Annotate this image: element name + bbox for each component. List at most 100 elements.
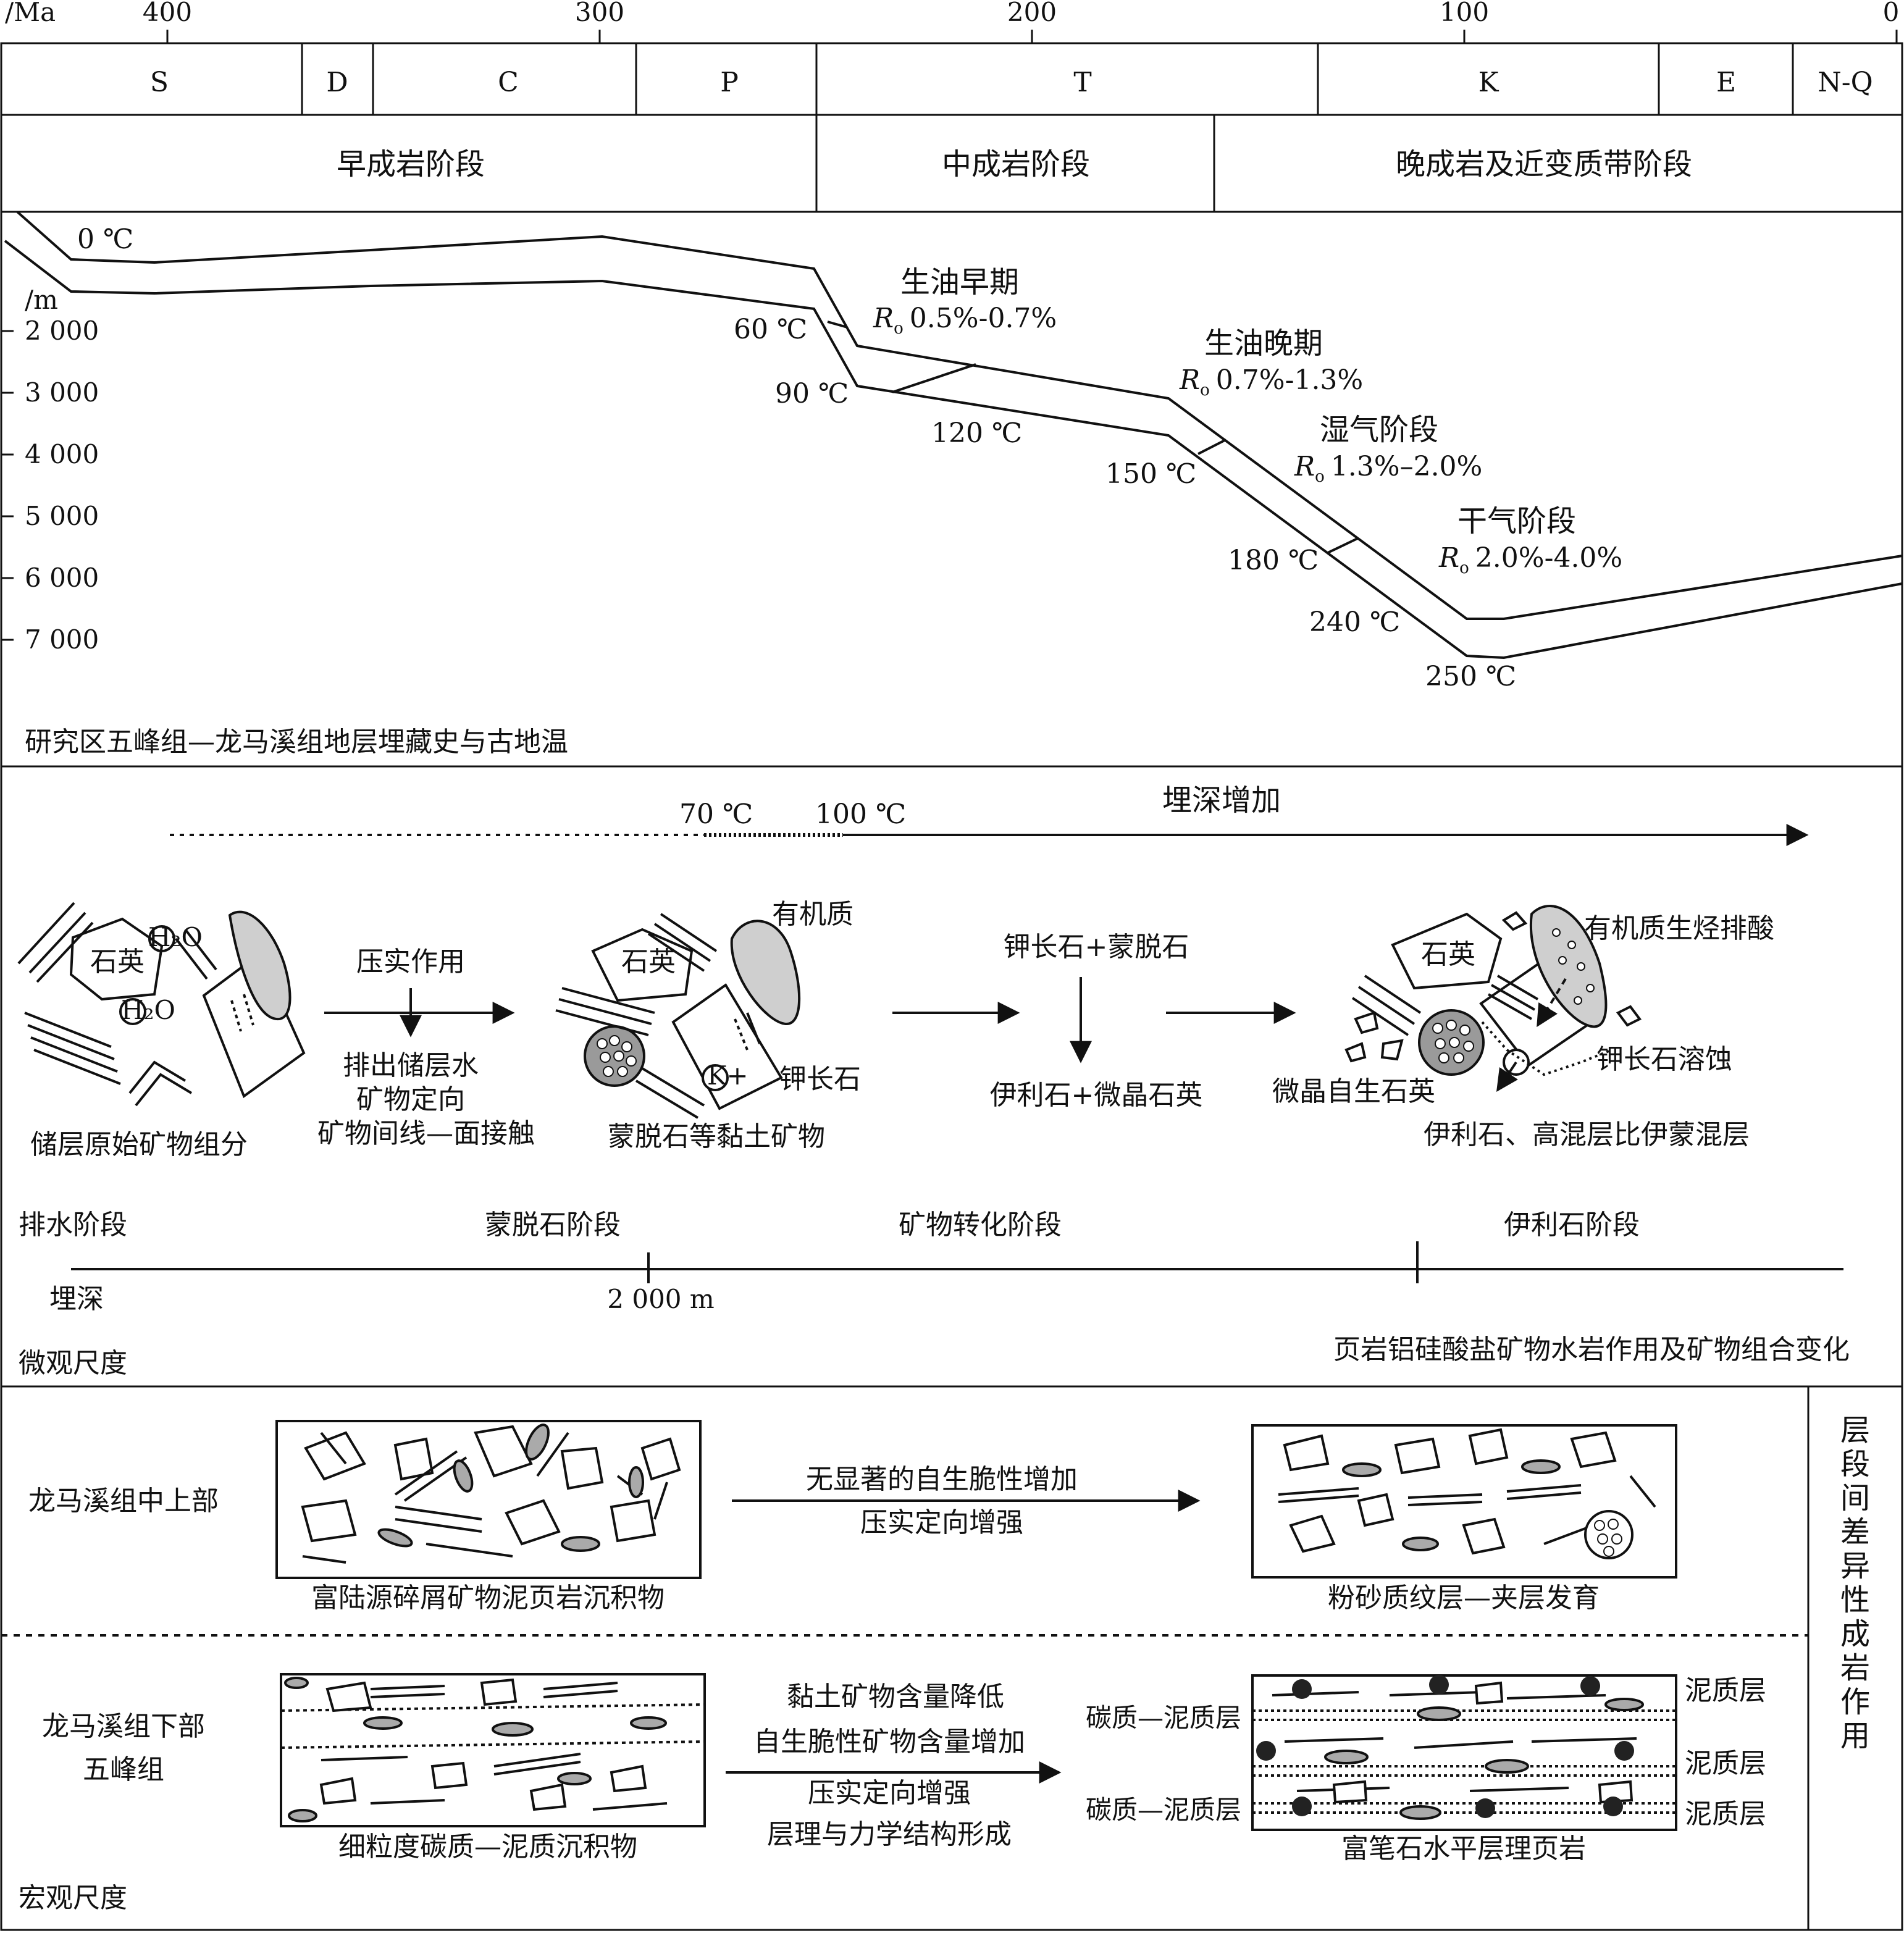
- water-label: H₂O: [121, 995, 175, 1025]
- temp-mark-70: 70 ℃: [679, 799, 753, 830]
- lower-right-caption: 富笔石水平层理页岩: [1341, 1833, 1586, 1864]
- temp-label: 180 ℃: [1228, 545, 1319, 576]
- stage-late: 晚成岩及近变质带阶段: [1396, 147, 1692, 182]
- reaction-products: 伊利石+微晶石英: [990, 1080, 1203, 1111]
- phase-smectite: 蒙脱石阶段: [485, 1209, 621, 1241]
- kfeldspar-label: 钾长石: [779, 1063, 861, 1095]
- temp-label: 0 ℃: [77, 224, 133, 255]
- drain-water-label: 排出储层水: [343, 1050, 479, 1081]
- period-k: K: [1478, 67, 1499, 98]
- phase-name: 湿气阶段: [1320, 413, 1438, 447]
- quartz-label: 石英: [1421, 939, 1475, 970]
- phase-name: 生油早期: [900, 265, 1019, 300]
- carbon-layer-label: 碳质—泥质层: [1086, 1703, 1241, 1733]
- lower-arrow-line: 黏土矿物含量降低: [787, 1681, 1004, 1713]
- illite-label: 伊利石、高混层比伊蒙混层: [1424, 1119, 1750, 1151]
- dissolution-label: 钾长石溶蚀: [1596, 1044, 1732, 1075]
- depth-2000-label: 2 000 m: [607, 1284, 714, 1314]
- phase-name: 生油晚期: [1204, 326, 1323, 361]
- depth-tick: 3 000: [25, 377, 99, 408]
- upper-right-caption: 粉砂质纹层—夹层发育: [1328, 1582, 1600, 1614]
- micro-caption: 页岩铝硅酸盐矿物水岩作用及矿物组合变化: [1333, 1334, 1850, 1365]
- quartz-label: 石英: [621, 946, 676, 978]
- stage-row: 早成岩阶段 中成岩阶段 晚成岩及近变质带阶段: [337, 115, 1692, 212]
- organic-label: 有机质: [772, 899, 853, 930]
- burial-curve-upper: [16, 211, 1903, 620]
- period-c: C: [498, 67, 519, 98]
- temp-label: 90 ℃: [775, 378, 849, 409]
- quartz-label: 石英: [90, 946, 145, 978]
- time-tick: 400: [143, 0, 192, 27]
- compaction-label: 压实作用: [356, 946, 465, 978]
- lower-left-box: [280, 1673, 706, 1827]
- grain-pattern: [1594, 1519, 1622, 1557]
- period-d: D: [326, 67, 348, 98]
- micro-panel: 70 ℃ 100 ℃ 埋深增加 石英 H₂O H₂O 储层原始矿物组: [17, 783, 1850, 1379]
- depth-tick: 7 000: [25, 624, 99, 655]
- temp-label: 250 ℃: [1425, 661, 1516, 692]
- grain-pattern: [597, 1035, 637, 1077]
- mud-layer-label: 泥质层: [1685, 1675, 1766, 1706]
- grain-pattern: [1432, 928, 1595, 1063]
- lower-section-label: 龙马溪组下部: [42, 1711, 205, 1742]
- temp-mark-100: 100 ℃: [815, 799, 906, 830]
- orientation-label: 矿物定向: [356, 1084, 465, 1115]
- side-label: 层段间差异性成岩作用: [1840, 1413, 1870, 1753]
- lower-arrow-line: 压实定向增强: [808, 1777, 971, 1809]
- time-tick: 100: [1440, 0, 1489, 27]
- temp-label: 60 ℃: [734, 314, 807, 345]
- micro-scale-label: 微观尺度: [19, 1348, 127, 1379]
- stage-middle: 中成岩阶段: [942, 147, 1090, 182]
- lower-section-label: 五峰组: [83, 1754, 164, 1785]
- carbon-layer-label: 碳质—泥质层: [1086, 1795, 1241, 1825]
- period-nq: N-Q: [1818, 67, 1873, 98]
- burial-increase-label: 埋深增加: [1162, 783, 1281, 818]
- mud-layer-label: 泥质层: [1685, 1748, 1766, 1779]
- depth-tick: 2 000: [25, 316, 99, 346]
- upper-section-label: 龙马溪组中上部: [28, 1485, 219, 1517]
- upper-arrow-bottom: 压实定向增强: [860, 1507, 1023, 1538]
- mud-layer-label: 泥质层: [1685, 1798, 1766, 1830]
- hydrocarbon-label: 有机质生烃排酸: [1584, 913, 1774, 944]
- phase-drainage: 排水阶段: [19, 1209, 127, 1241]
- scene-illite: [1344, 905, 1642, 1092]
- frame: [0, 42, 1903, 1931]
- upper-left-caption: 富陆源碎屑矿物泥页岩沉积物: [311, 1582, 665, 1614]
- upper-left-box: [275, 1420, 702, 1579]
- period-p: P: [720, 67, 739, 98]
- contact-label: 矿物间线—面接触: [317, 1118, 535, 1149]
- k-ion-label: K+: [707, 1060, 749, 1091]
- reaction-reactants: 钾长石+蒙脱石: [1004, 931, 1189, 963]
- period-e: E: [1716, 67, 1736, 98]
- depth-label: 埋深: [49, 1283, 104, 1315]
- time-tick: 300: [575, 0, 624, 27]
- period-s: S: [150, 67, 169, 98]
- temp-label: 150 ℃: [1105, 458, 1196, 490]
- microquartz-label: 微晶自生石英: [1272, 1076, 1435, 1107]
- macro-panel: 龙马溪组中上部 富陆源碎屑矿物泥页: [1, 1413, 1870, 1914]
- period-t: T: [1073, 67, 1091, 98]
- time-axis: /Ma 400 300 200 100 0: [5, 0, 1899, 43]
- water-label: H₂O: [148, 922, 203, 952]
- graptolite-dots: [1256, 1675, 1634, 1818]
- phase-name: 干气阶段: [1457, 504, 1576, 539]
- depth-tick: 6 000: [25, 563, 99, 593]
- time-unit: /Ma: [5, 0, 56, 27]
- temp-label: 240 ℃: [1309, 606, 1400, 638]
- scene-clay: [555, 913, 801, 1119]
- phase-illite: 伊利石阶段: [1504, 1209, 1640, 1241]
- time-tick: 200: [1007, 0, 1057, 27]
- clay-label: 蒙脱石等黏土矿物: [608, 1121, 825, 1152]
- depth-tick: 4 000: [25, 439, 99, 469]
- scene-original: [17, 902, 306, 1107]
- temp-label: 120 ℃: [931, 417, 1022, 449]
- depth-tick: 5 000: [25, 501, 99, 531]
- depth-unit: /m: [25, 285, 58, 315]
- upper-arrow-top: 无显著的自生脆性增加: [806, 1464, 1078, 1495]
- phase-transformation: 矿物转化阶段: [899, 1209, 1062, 1241]
